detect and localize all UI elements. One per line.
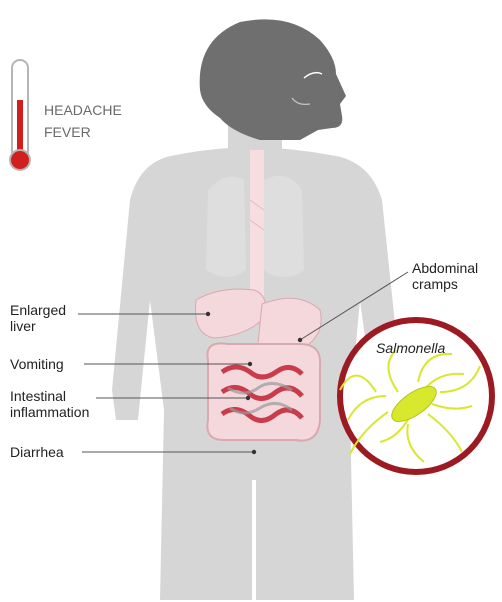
label-intestinal-line1: Intestinal bbox=[10, 388, 66, 404]
label-diarrhea: Diarrhea bbox=[10, 444, 64, 460]
label-enlarged-liver-line1: Enlarged bbox=[10, 302, 66, 318]
head bbox=[200, 19, 346, 140]
label-vomiting: Vomiting bbox=[10, 356, 64, 372]
intestines bbox=[207, 343, 320, 440]
label-abdominal-line2: cramps bbox=[412, 276, 458, 292]
label-enlarged-liver-line2: liver bbox=[10, 318, 36, 334]
thermometer-icon bbox=[10, 60, 30, 170]
symptom-fever: FEVER bbox=[44, 124, 91, 140]
pathogen-name: Salmonella bbox=[376, 340, 445, 356]
symptom-headache: HEADACHE bbox=[44, 102, 122, 118]
label-abdominal-line1: Abdominal bbox=[412, 260, 478, 276]
label-intestinal-line2: inflammation bbox=[10, 404, 89, 420]
